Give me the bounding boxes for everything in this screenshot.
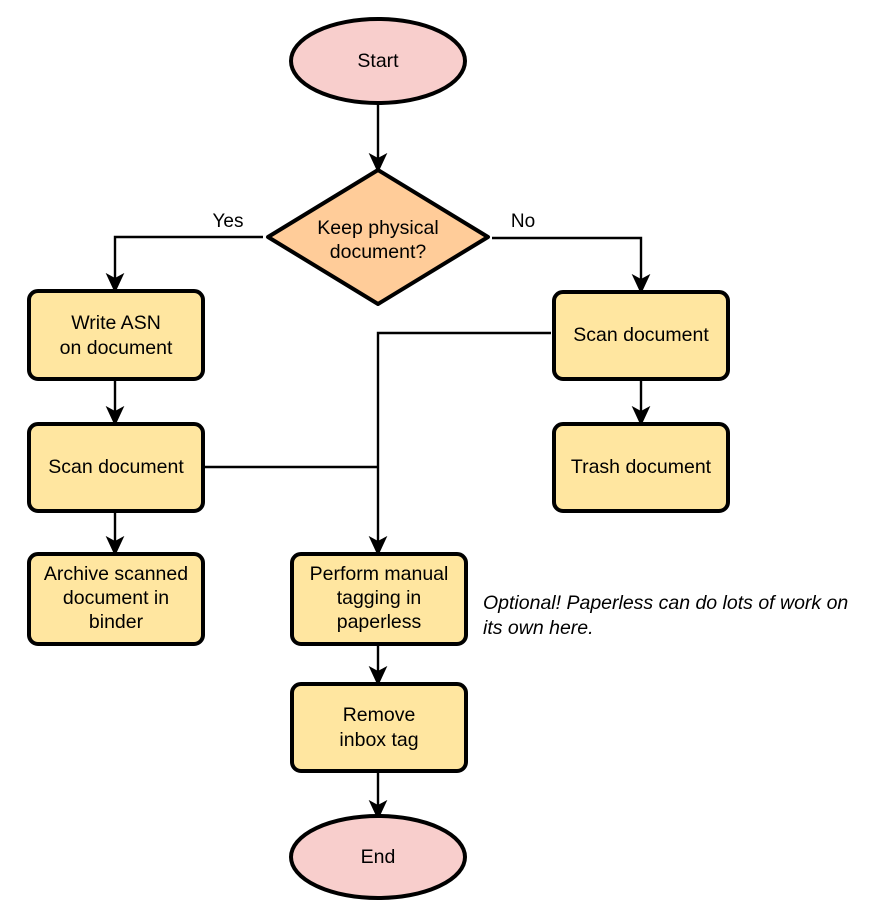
- edge-label-yes: Yes: [213, 211, 244, 232]
- annotation-optional-note: Optional! Paperless can do lots of work …: [483, 592, 848, 639]
- archive-label-line1: Archive scanned: [44, 563, 188, 585]
- edge-label-no: No: [511, 211, 535, 232]
- node-remove-inbox-tag[interactable]: Remove inbox tag: [290, 682, 468, 773]
- write-asn-label-line2: on document: [60, 337, 173, 359]
- remove-inbox-box-shape: [290, 682, 468, 773]
- start-label: Start: [357, 50, 399, 72]
- scan-document-left-label: Scan document: [48, 456, 184, 478]
- scan-document-left-box-shape: [27, 422, 205, 513]
- end-ellipse-shape: [289, 814, 467, 900]
- edge-scan-right-to-tagging: [368, 331, 551, 557]
- edge-decision-yes-to-write-asn: [105, 235, 263, 294]
- node-decision-keep-physical-document[interactable]: Keep physical document?: [266, 168, 490, 306]
- remove-inbox-label-line2: inbox tag: [339, 729, 418, 751]
- node-archive-scanned-document[interactable]: Archive scanned document in binder: [27, 552, 205, 646]
- tagging-label-line1: Perform manual: [310, 563, 449, 585]
- trash-document-label: Trash document: [571, 456, 712, 478]
- trash-document-box-shape: [552, 422, 730, 513]
- scan-document-right-label: Scan document: [573, 324, 709, 346]
- node-scan-document-right[interactable]: Scan document: [552, 290, 730, 381]
- node-trash-document[interactable]: Trash document: [552, 422, 730, 513]
- node-write-asn[interactable]: Write ASN on document: [27, 289, 205, 381]
- tagging-label-line3: paperless: [337, 611, 422, 633]
- edge-decision-no-to-scan-right: [492, 236, 651, 295]
- annotation-line2: its own here.: [483, 617, 594, 639]
- end-label: End: [361, 846, 396, 868]
- decision-label-line1: Keep physical: [317, 217, 438, 239]
- node-end[interactable]: End: [289, 814, 467, 900]
- annotation-line1: Optional! Paperless can do lots of work …: [483, 592, 848, 614]
- archive-box-shape: [27, 552, 205, 646]
- decision-label-line2: document?: [330, 241, 427, 263]
- tagging-label-line2: tagging in: [337, 587, 422, 609]
- write-asn-label-line1: Write ASN: [71, 312, 161, 334]
- remove-inbox-label-line1: Remove: [343, 704, 416, 726]
- decision-diamond-shape: [266, 168, 490, 306]
- archive-label-line2: document in: [63, 587, 169, 609]
- scan-document-right-box-shape: [552, 290, 730, 381]
- write-asn-box-shape: [27, 289, 205, 381]
- node-perform-manual-tagging[interactable]: Perform manual tagging in paperless: [290, 552, 468, 646]
- node-scan-document-left[interactable]: Scan document: [27, 422, 205, 513]
- start-ellipse-shape: [289, 17, 467, 105]
- tagging-box-shape: [290, 552, 468, 646]
- archive-label-line3: binder: [89, 611, 144, 633]
- node-start[interactable]: Start: [289, 17, 467, 105]
